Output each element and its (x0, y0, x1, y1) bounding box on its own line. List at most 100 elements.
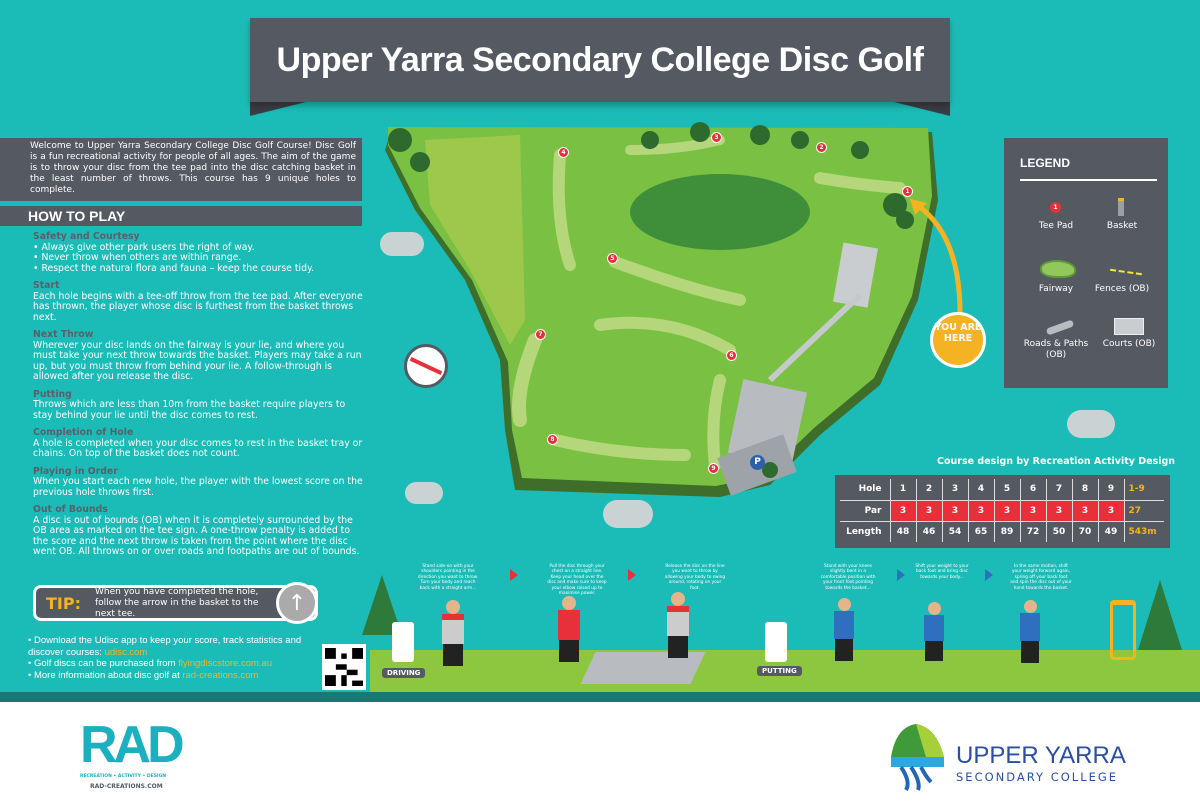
how-to-play-heading: HOW TO PLAY (0, 206, 362, 226)
path (767, 292, 863, 383)
tee-marker[interactable]: 5 (607, 253, 618, 264)
rule-heading: Start (33, 280, 60, 291)
links-list: • Download the Udisc app to keep your sc… (28, 635, 316, 681)
basket-icon (1110, 600, 1136, 660)
player-figure-putting (1018, 600, 1042, 672)
player-figure-putting (922, 602, 946, 672)
footer-band (0, 692, 1200, 702)
basket-icon (1118, 198, 1124, 216)
score-cell: 54 (941, 521, 968, 542)
step-caption: Stand side-on with your shoulders pointi… (417, 564, 479, 591)
fairway (512, 333, 542, 427)
course-map (385, 122, 938, 497)
rule-text: • Always give other park users the right… (33, 241, 315, 274)
score-cell: 3 (889, 499, 916, 522)
tip-text: When you have completed the hole, follow… (95, 586, 259, 619)
cloud-icon (1067, 410, 1115, 438)
fairway (707, 374, 726, 471)
legend-label: Fences (OB) (1094, 284, 1150, 294)
fairway (549, 434, 691, 461)
score-cell: 3 (1097, 499, 1124, 522)
footer: RAD RECREATION • ACTIVITY • DESIGN RAD-C… (0, 702, 1200, 801)
link-text: • Golf discs can be purchased from (28, 658, 179, 669)
arrow-right-icon (628, 569, 636, 581)
school-logo-icon (891, 724, 944, 792)
step-caption: Release the disc on the line you want to… (664, 564, 726, 591)
banner-fold-left (250, 102, 306, 116)
course-credit: Course design by Recreation Activity Des… (937, 456, 1176, 467)
tip-label: TIP: (46, 593, 81, 613)
qr-code[interactable] (322, 644, 366, 690)
fairway (594, 316, 736, 356)
cloud-icon (380, 232, 424, 256)
arrow-right-icon (897, 569, 905, 581)
grip-diagram-putting (765, 622, 787, 662)
rad-link[interactable]: rad-creations.com (182, 669, 259, 681)
link-item: • Golf discs can be purchased from flyin… (28, 658, 316, 670)
tee-marker[interactable]: 9 (708, 463, 719, 474)
score-cell: 3 (941, 479, 968, 500)
page-title: Upper Yarra Secondary College Disc Golf (250, 18, 950, 102)
legend-title: LEGEND (1020, 156, 1071, 170)
rule-text: When you start each new hole, the player… (33, 476, 363, 498)
rad-tagline: RECREATION • ACTIVITY • DESIGN (80, 774, 167, 779)
score-cell: 8 (1071, 479, 1098, 500)
row-label: Length (846, 526, 882, 537)
score-cell: 3 (1045, 499, 1072, 522)
intro-text: Welcome to Upper Yarra Secondary College… (0, 138, 362, 201)
score-cell: 3 (967, 499, 994, 522)
score-cell: 89 (993, 521, 1020, 542)
player-figure-driving (556, 596, 582, 671)
legend-label: Fairway (1038, 284, 1074, 294)
score-cell: 9 (1097, 479, 1124, 500)
cloud-icon (603, 500, 653, 528)
legend-label: Courts (OB) (1102, 339, 1156, 349)
school-subtitle: SECONDARY COLLEGE (956, 770, 1119, 784)
score-cell: 3 (993, 499, 1020, 522)
rule-heading: Completion of Hole (33, 427, 134, 438)
tee-marker[interactable]: 8 (547, 434, 558, 445)
tee-marker[interactable]: 3 (711, 132, 722, 143)
tee-marker[interactable]: 2 (816, 142, 827, 153)
step-caption: Pull the disc through your chest on a st… (547, 564, 607, 597)
tee-marker[interactable]: 1 (902, 186, 913, 197)
you-are-here-badge: YOU ARE HERE (930, 312, 986, 368)
row-label: Par (840, 499, 890, 522)
player-figure-driving (440, 600, 466, 675)
score-cell: 5 (993, 479, 1020, 500)
driving-label: DRIVING (382, 668, 426, 678)
legend-panel: LEGEND 1 Tee Pad Basket Fairway Fences (… (1004, 138, 1168, 388)
tee-marker[interactable]: 4 (558, 147, 569, 158)
player-figure-putting (832, 598, 856, 673)
flyingdiscstore-link[interactable]: flyingdiscstore.com.au (178, 658, 273, 669)
grip-diagram-driving (392, 622, 414, 662)
arrow-right-icon (985, 569, 993, 581)
link-item: • Download the Udisc app to keep your sc… (28, 635, 316, 658)
court-icon (1114, 318, 1144, 335)
rule-heading: Playing in Order (33, 465, 118, 477)
rule-safety: Safety and Courtesy• Always give other p… (33, 231, 363, 274)
total-cell: 543m (1123, 521, 1164, 542)
fairway (814, 172, 906, 194)
rad-logo: RAD (80, 719, 185, 771)
fairway-icon (1040, 260, 1076, 278)
score-cell: 72 (1019, 521, 1046, 542)
fairway (609, 256, 746, 306)
school-name: UPPER YARRA (956, 742, 1126, 769)
udisc-link[interactable]: udisc.com (104, 646, 148, 658)
tee-marker[interactable]: 6 (726, 350, 737, 361)
link-text: • More information about disc golf at (28, 669, 183, 681)
arrow-right-icon (510, 569, 518, 581)
tee-marker[interactable]: 7 (535, 329, 546, 340)
score-cell: 1 (889, 479, 916, 500)
rad-url: RAD-CREATIONS.COM (90, 783, 163, 790)
score-cell: 6 (1019, 479, 1046, 500)
rule-text: A disc is out of bounds (OB) when it is … (33, 514, 360, 557)
